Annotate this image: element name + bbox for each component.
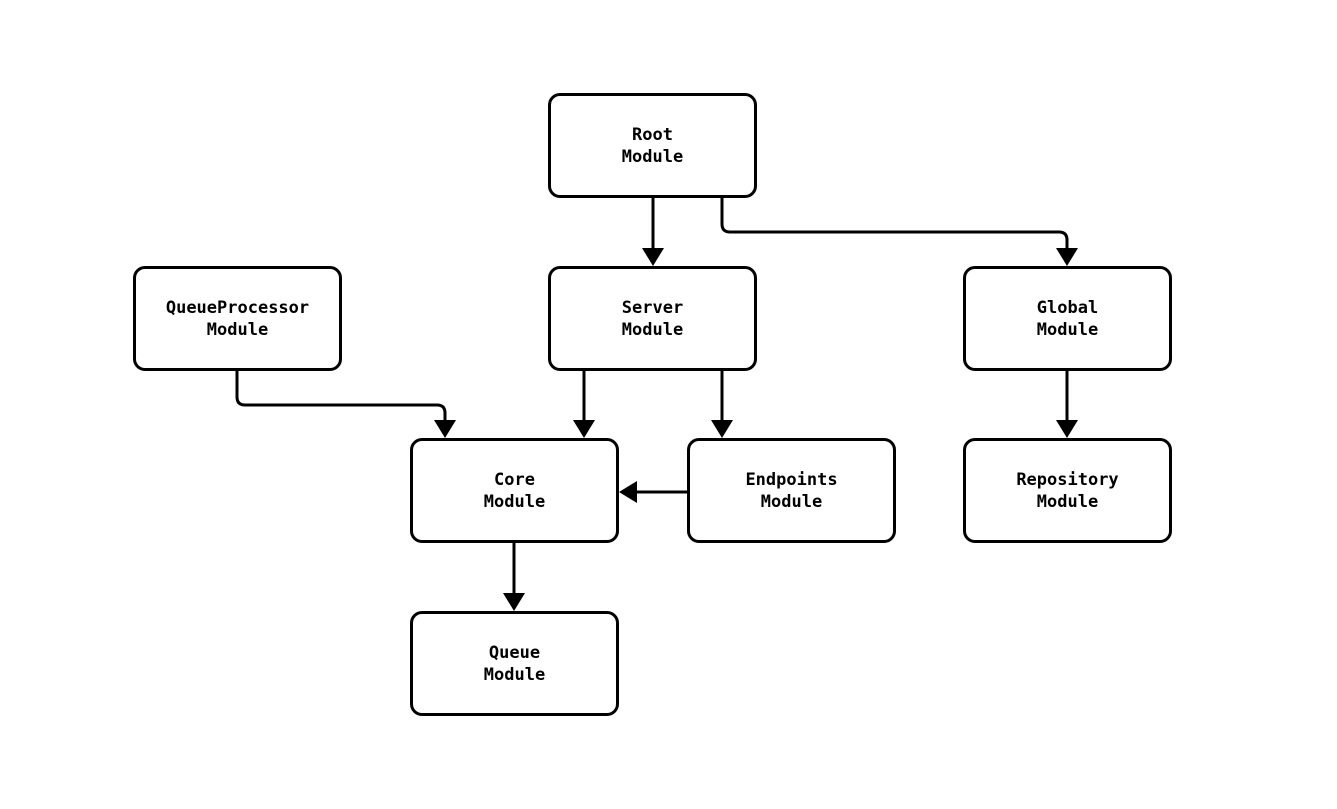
edge-queueprocessor-to-core: [235, 369, 456, 438]
node-label: Repository Module: [1016, 469, 1119, 512]
edge-server-to-endpoints: [711, 369, 733, 438]
edge-root-to-server: [642, 196, 664, 266]
node-label: Endpoints Module: [745, 469, 838, 512]
node-label: Core Module: [483, 469, 546, 512]
arrowhead-icon: [434, 420, 456, 438]
arrowhead-icon: [711, 420, 733, 438]
edge-endpoints-to-core: [619, 481, 689, 503]
node-core-module: Core Module: [410, 438, 619, 543]
edge-server-to-core: [573, 369, 595, 438]
arrowhead-icon: [573, 420, 595, 438]
arrowhead-icon: [642, 248, 664, 266]
edge-line: [720, 196, 1069, 252]
node-label: QueueProcessor Module: [165, 297, 310, 340]
node-label: Global Module: [1036, 297, 1099, 340]
node-global-module: Global Module: [963, 266, 1172, 371]
edge-global-to-repository: [1056, 369, 1078, 438]
arrowhead-icon: [1056, 420, 1078, 438]
node-queue-module: Queue Module: [410, 611, 619, 716]
node-server-module: Server Module: [548, 266, 757, 371]
node-label: Queue Module: [483, 642, 546, 685]
edge-root-to-global: [720, 196, 1078, 266]
arrowhead-icon: [503, 593, 525, 611]
node-repository-module: Repository Module: [963, 438, 1172, 543]
arrowhead-icon: [1056, 248, 1078, 266]
node-endpoints-module: Endpoints Module: [687, 438, 896, 543]
arrowhead-icon: [619, 481, 637, 503]
node-label: Server Module: [621, 297, 684, 340]
node-root-module: Root Module: [548, 93, 757, 198]
edge-line: [235, 369, 447, 424]
node-queueprocessor-module: QueueProcessor Module: [133, 266, 342, 371]
node-label: Root Module: [621, 124, 684, 167]
edge-core-to-queue: [503, 541, 525, 611]
